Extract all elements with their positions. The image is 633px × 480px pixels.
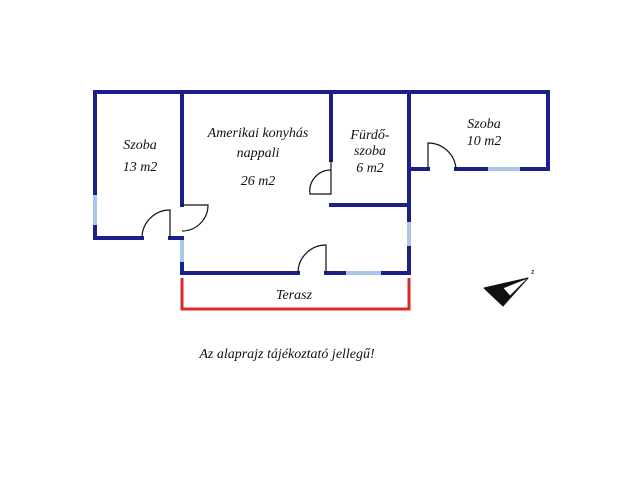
- compass-label: z: [531, 269, 535, 276]
- room-living-name: Amerikai konyhás: [207, 126, 309, 141]
- room-living-area: 26 m2: [241, 174, 276, 189]
- door-left-room: [141, 209, 171, 239]
- room-bathroom-name: Fürdő-: [349, 128, 389, 143]
- door-terrace: [297, 244, 327, 274]
- terrace-label: Terasz: [276, 288, 313, 303]
- north-arrow-icon: z: [483, 269, 535, 307]
- room-right-area: 10 m2: [467, 134, 502, 149]
- room-living-name-2: nappali: [237, 146, 280, 161]
- door-right-room: [427, 142, 457, 170]
- windows: [93, 167, 520, 275]
- door-bathroom: [309, 160, 332, 195]
- room-left-name: Szoba: [123, 138, 156, 153]
- doors: [141, 142, 457, 274]
- door-living-left: [181, 204, 209, 232]
- walls: [93, 90, 550, 275]
- room-bathroom-area: 6 m2: [356, 161, 384, 176]
- disclaimer-note: Az alaprajz tájékoztató jellegű!: [198, 347, 375, 362]
- room-bathroom-name-2: szoba: [354, 144, 386, 159]
- room-right-name: Szoba: [467, 117, 500, 132]
- room-left-area: 13 m2: [123, 160, 158, 175]
- terrace-outline: [180, 278, 411, 311]
